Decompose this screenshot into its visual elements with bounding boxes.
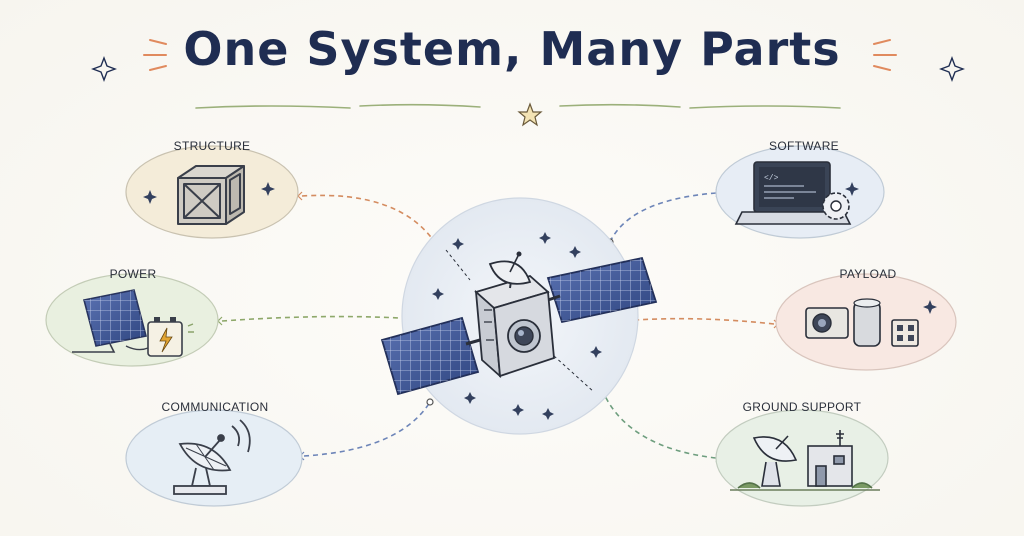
satellite-icon: [380, 249, 658, 396]
connector-lines: [221, 192, 775, 459]
svg-text:</>: </>: [764, 174, 779, 183]
node-ground-support-bubble: [715, 409, 889, 507]
solar-panel-battery-icon: [72, 289, 194, 357]
cube-frame-icon: [177, 165, 245, 225]
sparkle-icon: [91, 56, 965, 82]
title-decoration: [143, 39, 897, 109]
node-communication-label: COMMUNICATION: [161, 400, 269, 414]
node-software-label: SOFTWARE: [769, 139, 839, 153]
node-power-label: POWER: [109, 267, 157, 281]
camera-sensor-icon: [805, 298, 919, 347]
sparkle-icon: [143, 182, 937, 420]
page-title: One System, Many Parts: [183, 22, 841, 76]
node-structure-label: STRUCTURE: [173, 139, 251, 153]
node-payload-label: PAYLOAD: [839, 267, 897, 281]
satellite-dish-icon: [173, 419, 251, 495]
ground-station-icon: [730, 430, 880, 491]
laptop-gear-icon: </>: [734, 161, 852, 225]
node-ground-support-label: GROUND SUPPORT: [742, 400, 862, 414]
star-icon: [517, 102, 543, 127]
